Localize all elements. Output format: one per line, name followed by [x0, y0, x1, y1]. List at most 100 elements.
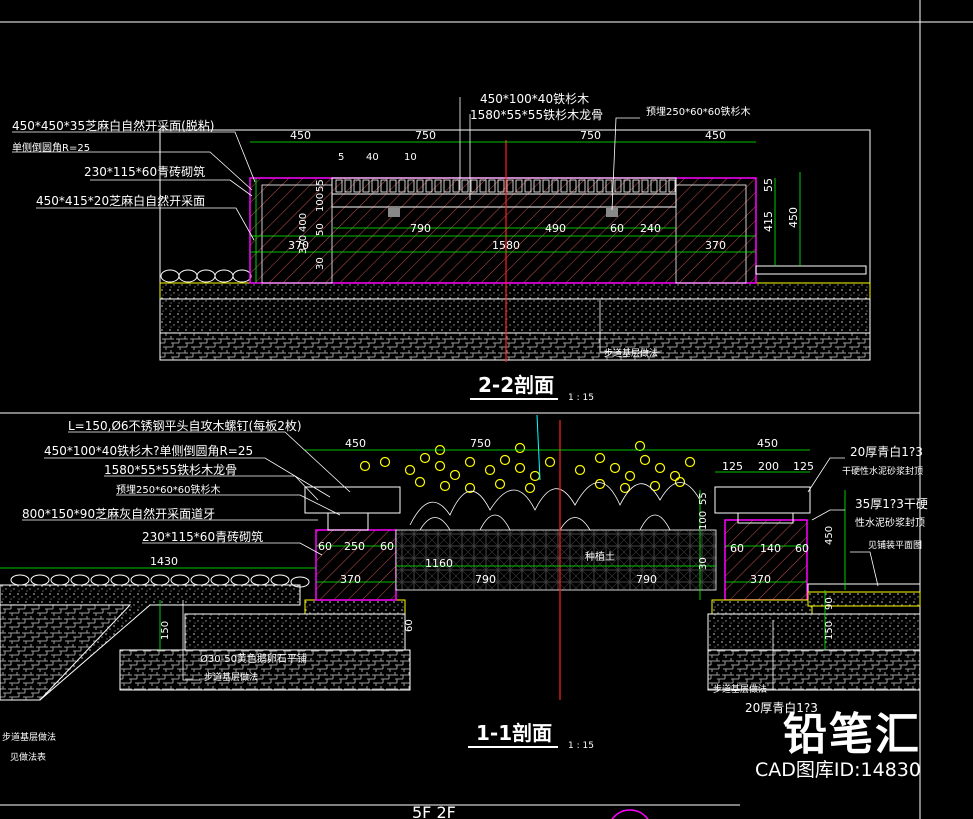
dimension-label: 5 — [338, 152, 344, 163]
slat — [389, 179, 397, 193]
dimension-label: 450 — [824, 526, 835, 545]
label-brick-11: 230*115*60青砖砌筑 — [142, 529, 263, 544]
dimension-label: 100 — [698, 511, 709, 530]
dimension-label: 250 — [344, 540, 365, 553]
slat — [443, 179, 451, 193]
slat — [641, 179, 649, 193]
dimension-label: 125 — [722, 460, 743, 473]
watermark-id: CAD图库ID:14830 — [755, 759, 921, 781]
flower-mark — [494, 478, 506, 490]
label-screw: L=150,Ø6不锈钢平头自攻木螺钉(每板2枚) — [68, 418, 302, 433]
dimension-label: 450 — [787, 207, 800, 228]
dimension-label: 450 — [345, 437, 366, 450]
watermark-brand: 铅笔汇 — [783, 709, 921, 760]
dimension-label: 750 — [580, 129, 601, 142]
dimension-label: 370 — [298, 235, 309, 254]
slat — [551, 179, 559, 193]
flower-mark — [439, 480, 451, 492]
watermark: 铅笔汇 CAD图库ID:14830 — [755, 709, 921, 782]
label-embedded-11: 预埋250*60*60铁杉木 — [116, 483, 221, 496]
flower-mark — [359, 460, 371, 472]
label-base-far-left: 步道基层做法 — [2, 731, 56, 743]
label-cap-stone: 450*450*35芝麻白自然开采面(脱粘) — [12, 118, 214, 133]
dimension-label: 370 — [705, 239, 726, 252]
label-right-2: 干硬性水泥砂浆封顶 — [842, 465, 923, 477]
slat — [578, 179, 586, 193]
flower-mark — [464, 456, 476, 468]
slat — [479, 179, 487, 193]
dimension-label: 790 — [475, 573, 496, 586]
flower-mark — [529, 470, 541, 482]
label-soil: 种植土 — [585, 550, 615, 563]
flower-mark — [624, 470, 636, 482]
slat — [524, 179, 532, 193]
flower-mark — [434, 460, 446, 472]
dimension-label: 450 — [705, 129, 726, 142]
slat — [569, 179, 577, 193]
section-1-1-title: 1-1剖面 — [476, 721, 552, 745]
slat — [668, 179, 676, 193]
section-2-2-title: 2-2剖面 — [478, 373, 554, 397]
label-right-3: 35厚1?3干硬 — [855, 497, 928, 511]
flower-mark — [464, 482, 476, 494]
dimension-label: 1580 — [492, 239, 520, 252]
slat — [452, 179, 460, 193]
flower-mark — [574, 464, 586, 476]
dimension-label: 1160 — [425, 557, 453, 570]
dimension-label: 30 — [698, 557, 709, 570]
flower-mark — [619, 482, 631, 494]
slat — [605, 179, 613, 193]
dimension-label: 370 — [288, 239, 309, 252]
flower-mark — [414, 476, 426, 488]
dimension-label: 240 — [640, 222, 661, 235]
flower-mark — [404, 464, 416, 476]
dimension-label: 400 — [298, 213, 309, 232]
slat — [650, 179, 658, 193]
slat — [542, 179, 550, 193]
label-embedded-wood: 预埋250*60*60铁杉木 — [646, 105, 751, 118]
slat — [353, 179, 361, 193]
dimension-label: 150 — [160, 621, 171, 640]
dimension-label: 370 — [750, 573, 771, 586]
label-slat: 450*100*40铁杉木 — [480, 92, 589, 106]
slat — [470, 179, 478, 193]
dimension-label: 450 — [290, 129, 311, 142]
flower-mark — [379, 456, 391, 468]
dimension-label: 140 — [760, 542, 781, 555]
label-base-left: 步道基层做法 — [204, 671, 258, 683]
slat — [380, 179, 388, 193]
flower-mark — [684, 456, 696, 468]
label-right-1: 20厚青白1?3 — [850, 444, 923, 459]
dimension-label: 100 — [315, 193, 326, 212]
slat — [587, 179, 595, 193]
dimension-label: 750 — [470, 437, 491, 450]
dimension-label: 55 — [315, 179, 326, 192]
dimension-label: 1430 — [150, 555, 178, 568]
label-joist-11: 1580*55*55铁杉木龙骨 — [104, 463, 237, 477]
dimension-label: 150 — [824, 621, 835, 640]
dimension-label: 55 — [762, 178, 775, 192]
label-round-corner: 单侧倒圆角R=25 — [12, 141, 90, 154]
flower-mark — [499, 454, 511, 466]
label-side-stone: 450*415*20芝麻白自然开采面 — [36, 193, 205, 208]
flower-mark — [654, 462, 666, 474]
dimension-label: 790 — [636, 573, 657, 586]
dimension-label: 50 — [315, 223, 326, 236]
dimension-label: 490 — [545, 222, 566, 235]
slat — [560, 179, 568, 193]
slat — [461, 179, 469, 193]
dimension-label: 790 — [410, 222, 431, 235]
slat — [425, 179, 433, 193]
flower-mark — [669, 470, 681, 482]
slat — [416, 179, 424, 193]
label-curb: 800*150*90芝麻灰自然开采面道牙 — [22, 506, 215, 521]
flower-mark — [484, 464, 496, 476]
slat — [398, 179, 406, 193]
label-right-5: 见铺装平面图 — [868, 539, 922, 551]
dimension-label: 450 — [757, 437, 778, 450]
slat — [335, 179, 343, 193]
slat — [407, 179, 415, 193]
